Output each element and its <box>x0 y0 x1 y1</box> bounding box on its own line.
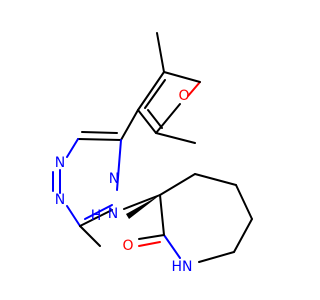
atom-labels: O N N N H N O HN <box>55 88 193 275</box>
bond-az-c6-c7 <box>233 218 253 253</box>
bond-carbonyl-a <box>138 234 165 240</box>
bond-methyl-right <box>155 132 196 144</box>
atom-h-amine: H <box>91 208 102 224</box>
atom-n-trz-1: N <box>55 155 65 171</box>
atom-n-trz-2: N <box>55 192 65 208</box>
bond-trz-c5-c6-double <box>81 131 118 134</box>
bond-furan-c3-c2-double <box>144 79 166 109</box>
bond-az-c4-c5 <box>194 173 237 186</box>
bond-az-c2-c3 <box>159 194 165 236</box>
bond-trz-c3-n4 <box>79 209 113 227</box>
amine-linker <box>79 194 161 247</box>
bond-furan-c1-o <box>155 103 181 134</box>
atom-o-furan: O <box>178 88 189 104</box>
bond-furan-c1-c1double <box>147 109 163 129</box>
bond-trz-c5-c6 <box>77 138 122 141</box>
molecule-structure: O N N N H N O HN <box>52 32 253 275</box>
bond-furan-c2-c1 <box>137 109 157 134</box>
bond-furan-triazine <box>120 109 139 141</box>
bond-az-c7-n <box>198 251 235 263</box>
atom-n-trz-4: N <box>109 171 119 187</box>
bond-trz-n4-c5 <box>116 139 122 191</box>
atom-n-amine: N <box>108 206 118 222</box>
bond-carbonyl-b <box>138 241 161 247</box>
bond-az-c5-c6 <box>235 184 253 220</box>
bond-trz-n2-c3 <box>66 205 81 227</box>
furan-ring <box>120 32 201 144</box>
bond-c3-nh <box>79 225 101 247</box>
bond-trz-c3-n4-double <box>84 204 113 220</box>
bond-az-n-c2 <box>163 234 181 259</box>
bond-az-c3-c4 <box>159 173 196 196</box>
atom-o-carbonyl: O <box>122 238 133 254</box>
bond-nh-ch <box>123 194 161 210</box>
bond-trz-c6-n1 <box>66 138 79 158</box>
bond-methyl-top <box>156 32 165 73</box>
bond-furan-o-c4 <box>187 81 201 97</box>
triazine-ring <box>52 131 122 227</box>
stereo-wedge <box>126 195 160 219</box>
atom-nh-lactam: HN <box>172 259 193 275</box>
azepane-ring <box>138 173 253 263</box>
bond-furan-c3-c2 <box>137 71 165 111</box>
bond-furan-c4-c3 <box>163 71 201 83</box>
